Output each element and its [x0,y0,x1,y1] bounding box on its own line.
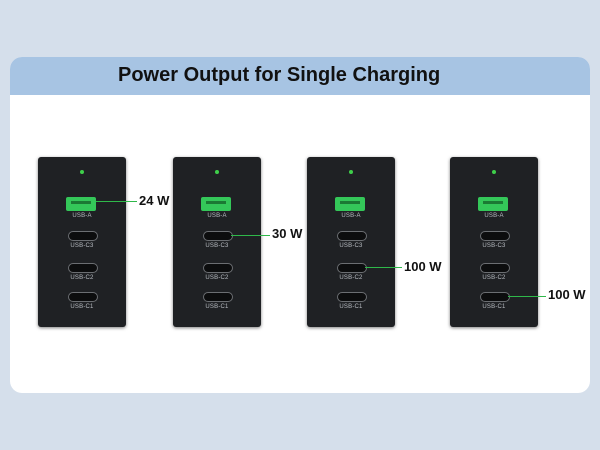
usb-c1-port-icon [480,292,510,302]
port-label-usb-c1: USB-C1 [339,304,363,310]
usb-c1-port-icon [337,292,367,302]
usb-c3-port-icon [480,231,510,241]
port-label-usb-c1: USB-C1 [482,304,506,310]
usb-c3-port-icon [337,231,367,241]
port-label-usb-c3: USB-C3 [205,243,229,249]
indicator-led-icon [80,170,84,174]
usb-c3-port-icon [203,231,233,241]
port-label-usb-a: USB-A [207,213,227,219]
port-label-usb-a: USB-A [341,213,361,219]
port-label-usb-c2: USB-C2 [70,275,94,281]
indicator-line-2 [231,235,270,236]
port-label-usb-c1: USB-C1 [205,304,229,310]
indicator-line-3 [365,267,402,268]
port-label-usb-c1: USB-C1 [70,304,94,310]
usb-c3-port-icon [68,231,98,241]
usb-c2-port-icon [203,263,233,273]
output-label-1: 24 W [139,193,170,208]
indicator-line-4 [508,296,546,297]
output-label-2: 30 W [272,226,303,241]
usb-c1-port-icon [203,292,233,302]
page-title: Power Output for Single Charging [118,64,441,86]
usb-c2-port-icon [480,263,510,273]
output-label-4: 100 W [548,287,586,302]
usb-a-port-icon [335,197,365,211]
indicator-led-icon [215,170,219,174]
port-label-usb-c2: USB-C2 [205,275,229,281]
charger-3: USB-A USB-C3 USB-C2 USB-C1 [307,157,395,327]
usb-a-port-icon [201,197,231,211]
port-label-usb-c3: USB-C3 [482,243,506,249]
title-banner: Power Output for Single Charging [10,57,590,95]
usb-c2-port-icon [68,263,98,273]
charger-4: USB-A USB-C3 USB-C2 USB-C1 [450,157,538,327]
usb-c2-port-icon [337,263,367,273]
indicator-led-icon [492,170,496,174]
port-label-usb-a: USB-A [72,213,92,219]
port-label-usb-c3: USB-C3 [339,243,363,249]
charger-1: USB-A USB-C3 USB-C2 USB-C1 [38,157,126,327]
usb-a-port-icon [478,197,508,211]
indicator-line-1 [96,201,137,202]
indicator-led-icon [349,170,353,174]
usb-c1-port-icon [68,292,98,302]
port-label-usb-c2: USB-C2 [482,275,506,281]
port-label-usb-a: USB-A [484,213,504,219]
usb-a-port-icon [66,197,96,211]
charger-2: USB-A USB-C3 USB-C2 USB-C1 [173,157,261,327]
port-label-usb-c3: USB-C3 [70,243,94,249]
output-label-3: 100 W [404,259,442,274]
content-card: Power Output for Single Charging USB-A U… [10,57,590,393]
port-label-usb-c2: USB-C2 [339,275,363,281]
